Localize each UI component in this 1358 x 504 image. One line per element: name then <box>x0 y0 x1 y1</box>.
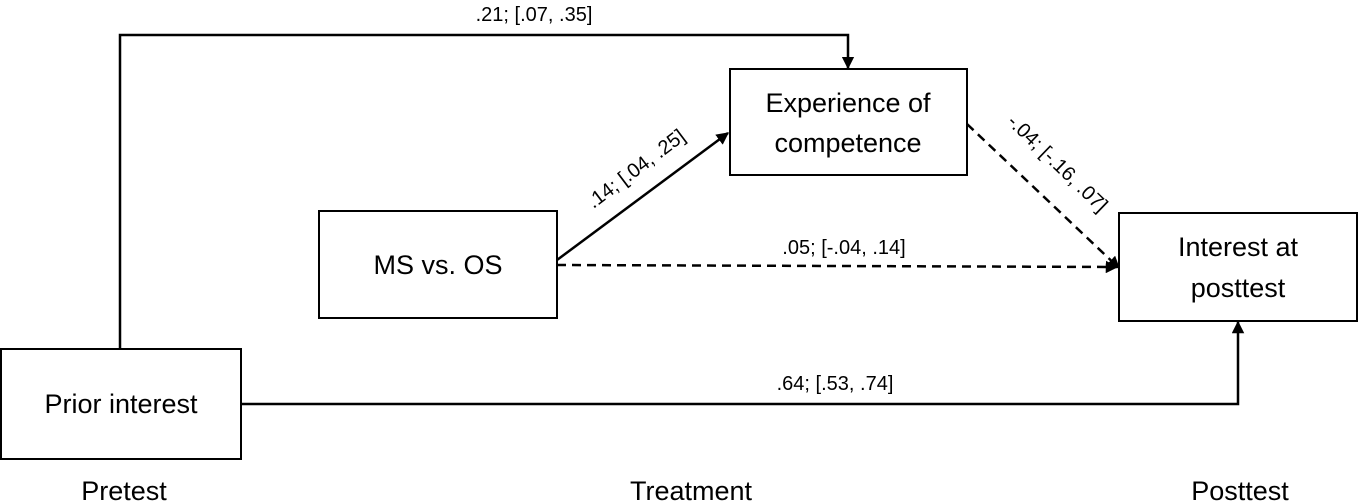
edge-label-prior-to-competence: .21; [.07, .35] <box>476 4 593 26</box>
phase-label-treatment: Treatment <box>630 476 753 504</box>
edge-label-ms-to-interest: .05; [-.04, .14] <box>782 237 905 259</box>
node-label-interest-line-2: posttest <box>1191 273 1286 303</box>
node-label-prior-interest: Prior interest <box>44 389 198 419</box>
phase-label-posttest: Posttest <box>1191 476 1289 504</box>
node-label-ms-vs-os: MS vs. OS <box>373 250 502 280</box>
edge-labels: .21; [.07, .35] .14; [.04, .25] -.04; [-… <box>476 4 1112 395</box>
node-interest-at-posttest: Interest at posttest <box>1118 212 1358 322</box>
edge-label-competence-to-interest: -.04; [-.16, .07] <box>1003 111 1112 217</box>
node-label-competence-line-2: competence <box>774 128 921 158</box>
node-prior-interest: Prior interest <box>0 348 242 460</box>
edge-competence-to-interest <box>966 123 1120 269</box>
node-label-competence-line-1: Experience of <box>765 88 931 118</box>
node-experience-of-competence: Experience of competence <box>729 68 968 176</box>
edge-prior-to-competence <box>118 33 855 349</box>
edge-prior-to-interest <box>241 320 1245 406</box>
node-ms-vs-os: MS vs. OS <box>318 210 558 319</box>
edge-label-prior-to-interest: .64; [.53, .74] <box>777 373 894 395</box>
phase-labels: Pretest Treatment Posttest <box>81 476 1289 504</box>
node-label-interest-line-1: Interest at <box>1178 232 1299 262</box>
phase-label-pretest: Pretest <box>81 476 167 504</box>
edges <box>118 33 1245 406</box>
edge-ms-to-competence <box>556 131 730 262</box>
edge-ms-to-interest <box>556 260 1119 274</box>
